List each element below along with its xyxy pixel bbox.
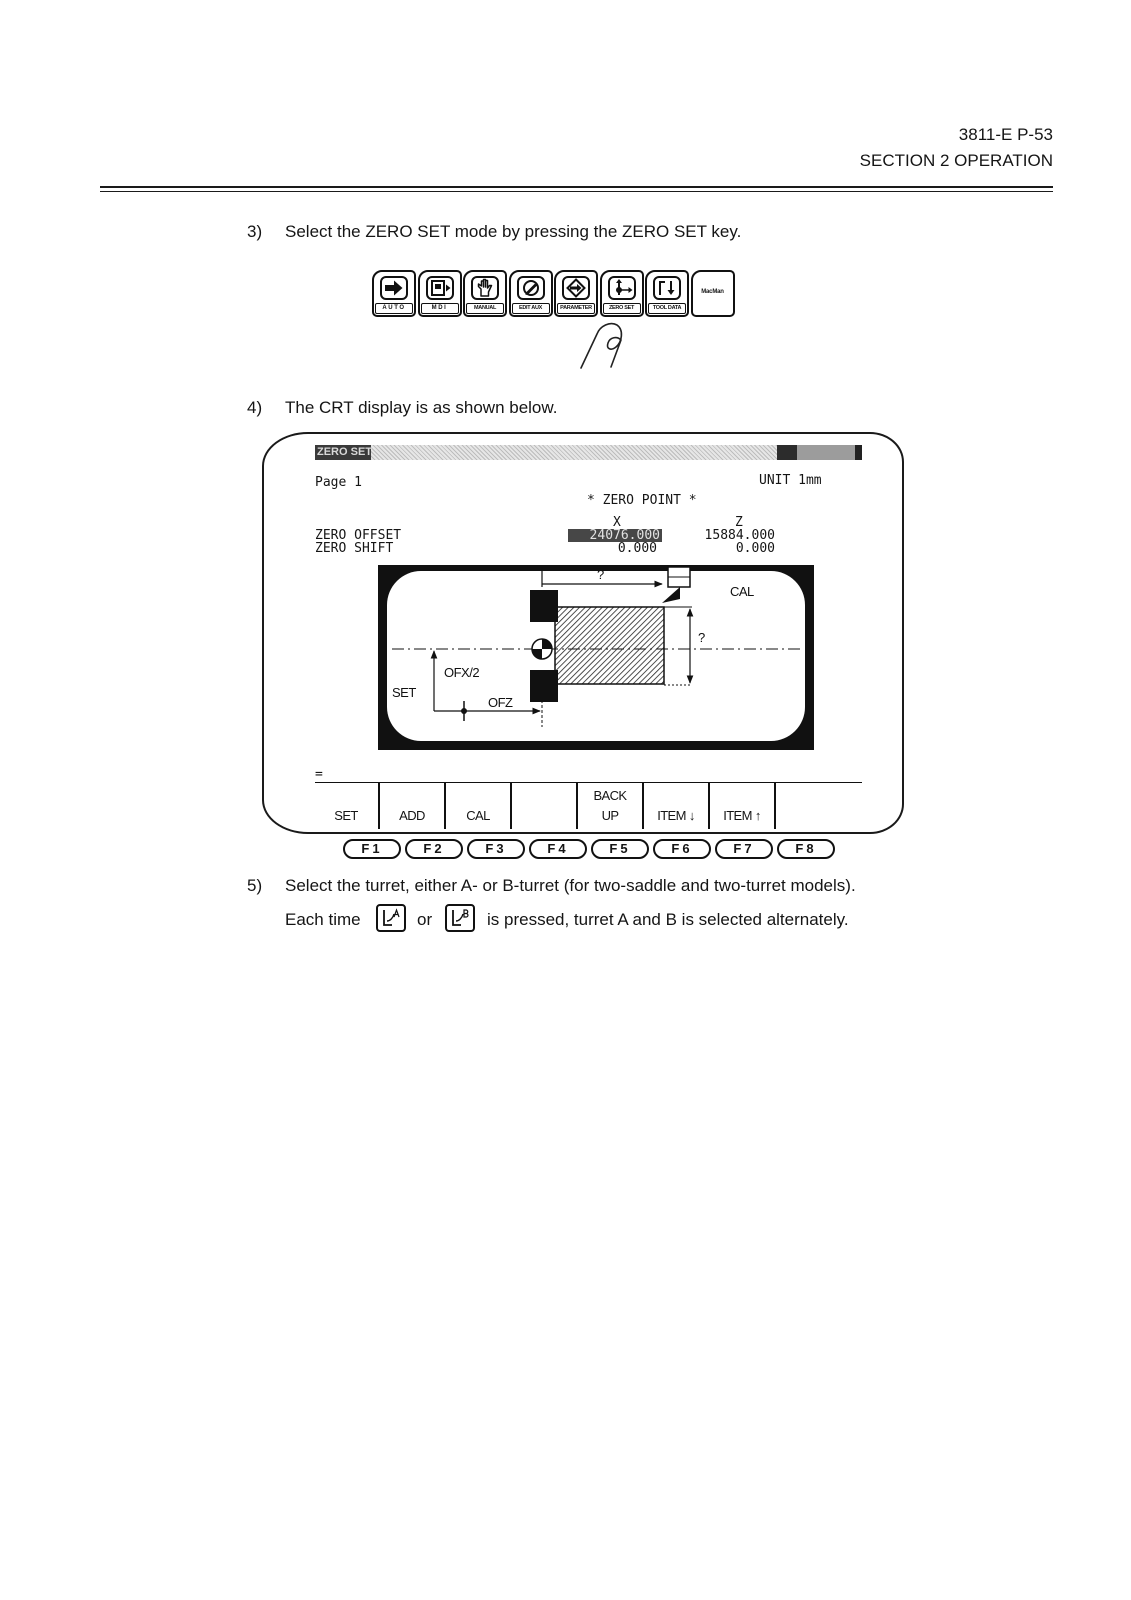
- softkey-empty-8: [776, 783, 842, 829]
- step-5-text-or: or: [417, 910, 433, 929]
- tool-data-icon: [653, 276, 681, 300]
- x-column-header: X: [613, 515, 621, 530]
- softkey-label: ITEM ↑: [723, 808, 761, 823]
- softkey-back-up: BACK UP: [578, 783, 644, 829]
- edit-icon: [516, 276, 545, 300]
- ofz-label: OFZ: [488, 695, 513, 710]
- zero-point-heading: * ZERO POINT *: [587, 493, 697, 508]
- turret-a-key: [376, 904, 406, 932]
- zero-set-diagram: ? ? CAL OFX/2 SET OFZ: [378, 565, 814, 750]
- manual-key-label: MANUAL: [466, 303, 504, 314]
- zero-offset-z-value: 15884.000: [704, 528, 775, 543]
- softkey-label: SET: [334, 808, 358, 823]
- f4-key: F4: [529, 839, 587, 859]
- step-4-number: 4): [247, 398, 263, 417]
- softkey-row: SET ADD CAL BACK UP ITEM ↓ ITEM ↑: [314, 783, 842, 829]
- softkey-label-line-1: BACK: [593, 788, 627, 803]
- softkey-set: SET: [314, 783, 380, 829]
- set-label: SET: [392, 685, 416, 700]
- step-5-number: 5): [247, 876, 263, 895]
- step-3-text: Select the ZERO SET mode by pressing the…: [285, 222, 742, 241]
- auto-mode-key: AUTO: [372, 270, 416, 317]
- page-code: 3811-E P-53: [958, 125, 1053, 144]
- right-dimension-label: ?: [698, 630, 705, 645]
- step-5-text-each-time: Each time: [285, 910, 361, 929]
- auto-arrow-icon: [380, 276, 408, 300]
- command-line-prompt: =: [315, 767, 323, 782]
- page-indicator: Page 1: [315, 475, 362, 490]
- softkey-label: CAL: [466, 808, 490, 823]
- set-point-marker-icon: [461, 701, 467, 721]
- step-5-text: Select the turret, either A- or B-turret…: [285, 876, 856, 895]
- crt-display: ZERO SET Page 1 UNIT 1mm * ZERO POINT * …: [262, 432, 904, 834]
- cutting-tool-icon: [662, 566, 691, 603]
- title-bar-status-block: [777, 445, 797, 460]
- parameter-key-label: PARAMETER: [557, 303, 595, 314]
- title-bar-end-block: [855, 445, 862, 460]
- mdi-mode-key: MDI: [417, 270, 462, 317]
- ofx-label: OFX/2: [444, 665, 479, 680]
- softkey-add: ADD: [380, 783, 446, 829]
- softkey-empty-4: [512, 783, 578, 829]
- zero-offset-label: ZERO OFFSET: [315, 528, 402, 543]
- edit-aux-mode-key: EDIT AUX: [508, 270, 553, 317]
- tool-data-mode-key: TOOL DATA: [645, 270, 689, 317]
- zero-shift-label: ZERO SHIFT: [315, 541, 394, 556]
- step-3-number: 3): [247, 222, 263, 241]
- parameter-mode-key: PARAMETER: [554, 270, 598, 317]
- pointing-finger-icon: [580, 322, 623, 369]
- crt-mode-title: ZERO SET: [315, 445, 373, 460]
- softkey-item-up: ITEM ↑: [710, 783, 776, 829]
- unit-indicator: UNIT 1mm: [759, 473, 822, 488]
- f5-key: F5: [591, 839, 649, 859]
- zero-set-mode-key: ZERO SET: [599, 270, 644, 317]
- header-rule: [100, 186, 1053, 192]
- turret-a-key-icon: [383, 908, 400, 926]
- hand-icon: [471, 276, 499, 300]
- turret-b-key-icon: [452, 909, 469, 926]
- mdi-key-label: MDI: [420, 303, 459, 314]
- f1-key: F1: [343, 839, 401, 859]
- f3-key: F3: [467, 839, 525, 859]
- command-line: [315, 782, 862, 783]
- zero-shift-z-value: 0.000: [735, 541, 775, 556]
- softkey-label: ITEM ↓: [657, 808, 695, 823]
- f8-key: F8: [777, 839, 835, 859]
- cal-label: CAL: [730, 584, 754, 599]
- softkey-cal: CAL: [446, 783, 512, 829]
- z-column-header: Z: [735, 515, 743, 530]
- mdi-icon: [425, 276, 454, 300]
- chuck-jaw-lower: [530, 670, 558, 702]
- zero-shift-x-value: 0.000: [617, 541, 657, 556]
- f6-key: F6: [653, 839, 711, 859]
- f2-key: F2: [405, 839, 463, 859]
- center-mark-icon: [531, 638, 553, 660]
- section-title: SECTION 2 OPERATION: [859, 151, 1053, 170]
- softkey-label: ADD: [399, 808, 425, 823]
- parameter-icon: [562, 276, 590, 300]
- edit-aux-key-label: EDIT AUX: [511, 303, 550, 314]
- function-key-row: F1 F2 F3 F4 F5 F6 F7 F8: [343, 839, 835, 859]
- f7-key: F7: [715, 839, 773, 859]
- chuck-jaw-upper: [530, 590, 558, 622]
- step-4-text: The CRT display is as shown below.: [285, 398, 558, 417]
- tool-data-key-label: TOOL DATA: [648, 303, 686, 314]
- zero-set-icon: [607, 276, 636, 300]
- step-5-text-after: is pressed, turret A and B is selected a…: [487, 910, 849, 929]
- title-bar-status-area: [797, 445, 855, 460]
- macman-mode-key: MacMan: [690, 270, 735, 317]
- workpiece: [554, 606, 665, 685]
- softkey-item-down: ITEM ↓: [644, 783, 710, 829]
- zero-set-key-label: ZERO SET: [602, 303, 641, 314]
- manual-mode-key: MANUAL: [463, 270, 507, 317]
- crt-title-bar: ZERO SET: [315, 445, 862, 460]
- softkey-label-line-2: UP: [601, 808, 619, 823]
- top-dimension-label: ?: [597, 567, 604, 582]
- auto-key-label: AUTO: [375, 303, 413, 314]
- mode-key-row: AUTO MDI MANUAL EDIT AUX PARAMETER ZERO …: [372, 270, 735, 317]
- macman-key-label: MacMan: [701, 289, 724, 295]
- page-header: 3811-E P-53 SECTION 2 OPERATION: [860, 122, 1053, 174]
- zero-offset-x-value: 24076.000: [568, 529, 662, 542]
- turret-b-key: [445, 904, 475, 932]
